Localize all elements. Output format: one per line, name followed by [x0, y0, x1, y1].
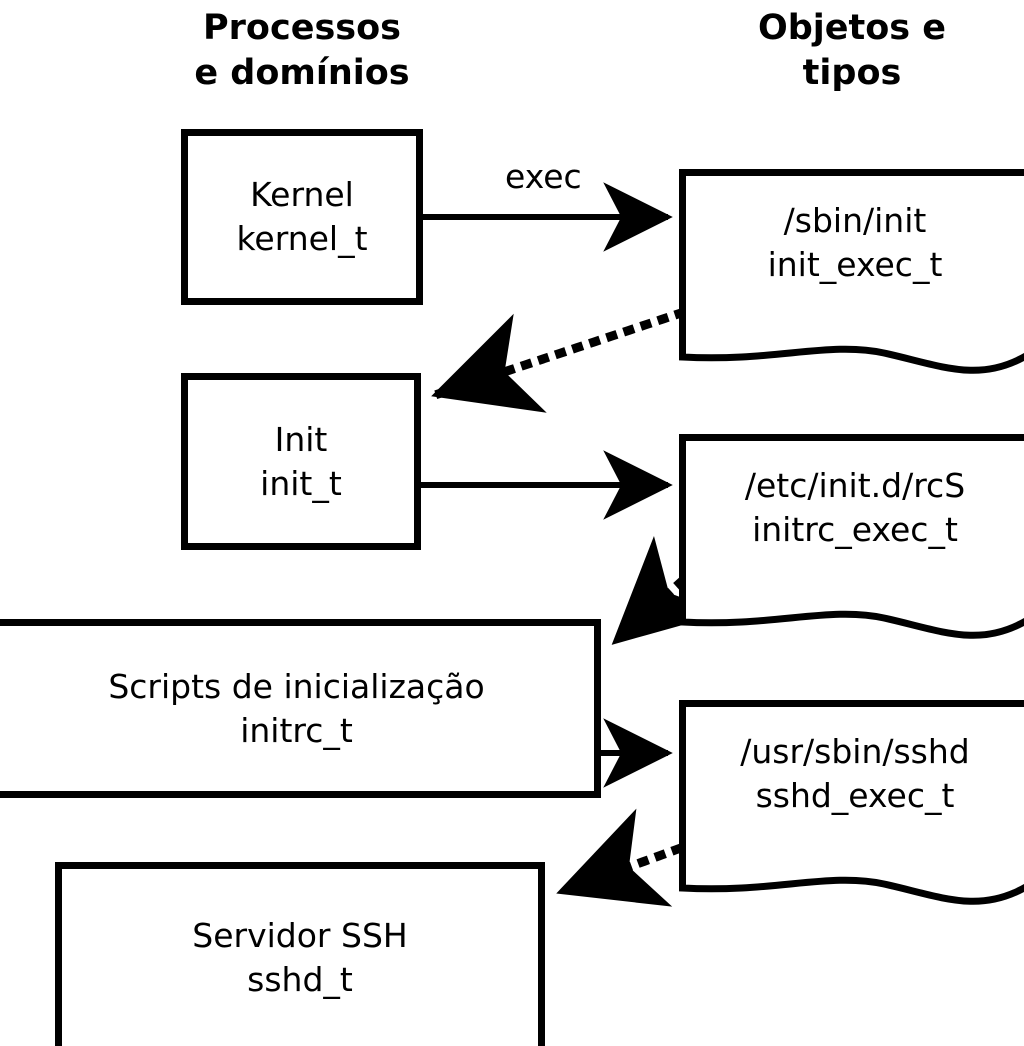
edge-sshd-exec-to-sshd	[556, 808, 684, 907]
process-box-kernel-name: Kernel	[250, 175, 354, 215]
column-header-objects: Objetos e tipos	[757, 8, 947, 93]
document-outline-initrc-exec	[679, 434, 1024, 639]
column-header-processes: Processos e domínios	[194, 8, 410, 93]
process-box-initrc-name: Scripts de inicialização	[108, 666, 485, 706]
edge-initrc-exec-to-initrc	[610, 536, 725, 647]
object-doc-init-exec[interactable]: /sbin/init init_exec_t	[679, 169, 1024, 384]
process-box-init[interactable]: Init init_t	[181, 373, 421, 550]
process-box-kernel-type: kernel_t	[236, 219, 368, 258]
object-doc-sshd-exec[interactable]: /usr/sbin/sshd sshd_exec_t	[679, 700, 1024, 915]
process-box-initrc[interactable]: Scripts de inicialização initrc_t	[0, 619, 601, 798]
edge-label-exec: exec	[505, 157, 582, 196]
process-box-kernel[interactable]: Kernel kernel_t	[181, 129, 423, 305]
process-box-sshd-name: Servidor SSH	[192, 916, 408, 956]
document-outline-init-exec	[679, 169, 1024, 374]
object-doc-initrc-exec[interactable]: /etc/init.d/rcS initrc_exec_t	[679, 434, 1024, 649]
process-box-sshd[interactable]: Servidor SSH sshd_t	[55, 862, 545, 1046]
process-box-init-name: Init	[274, 419, 328, 459]
process-box-initrc-type: initrc_t	[240, 710, 353, 750]
edge-init-exec-to-init	[431, 307, 687, 413]
process-box-sshd-type: sshd_t	[247, 960, 353, 999]
document-outline-sshd-exec	[679, 700, 1024, 905]
process-box-init-type: init_t	[260, 463, 342, 503]
